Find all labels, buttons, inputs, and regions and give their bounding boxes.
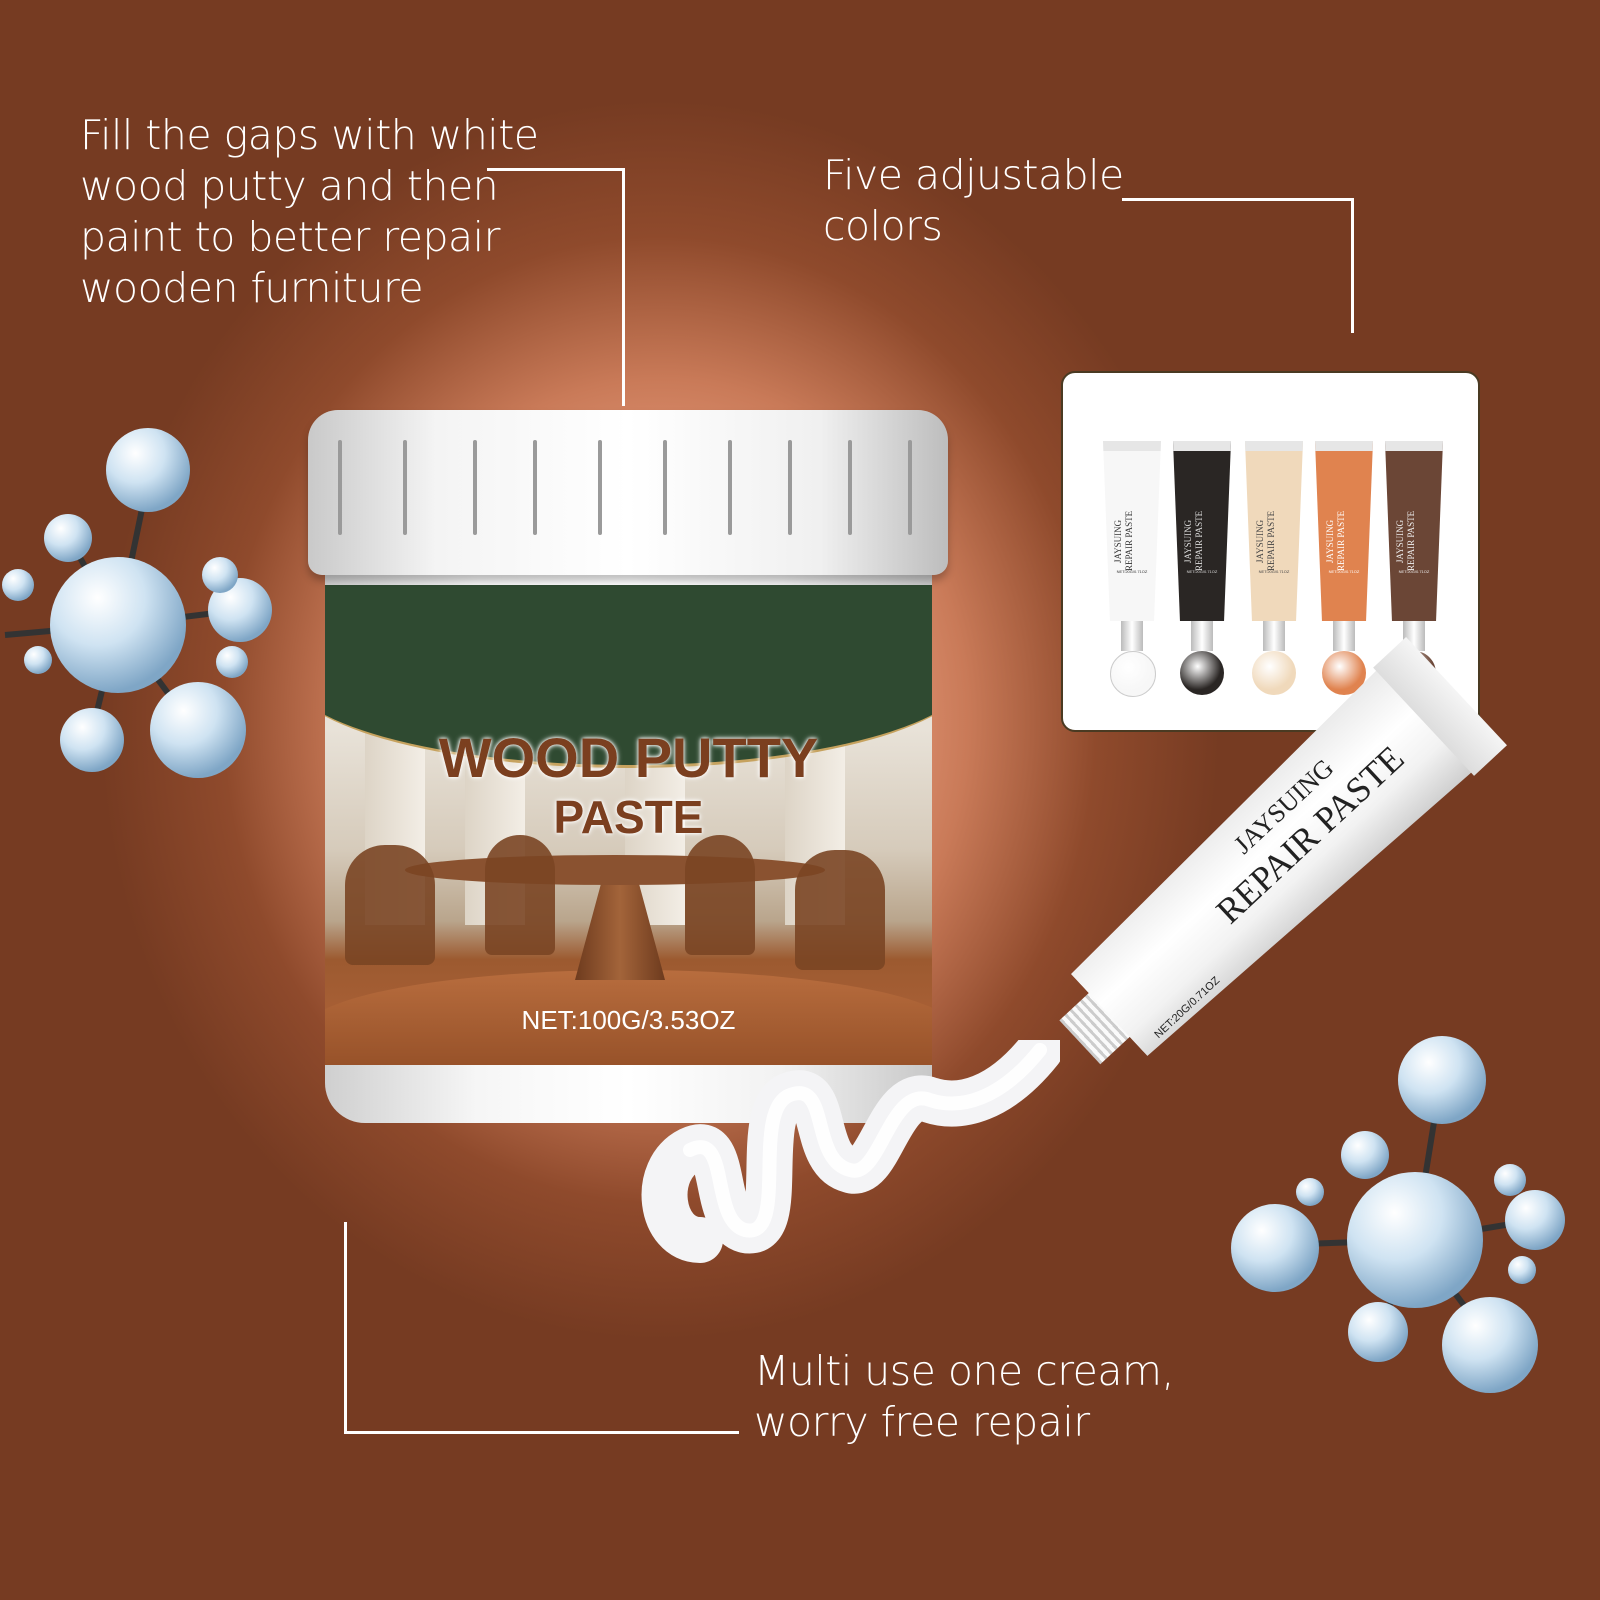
jar-lid bbox=[308, 410, 948, 575]
putty-jar: WOOD PUTTY PASTE NET:100G/3.53OZ bbox=[325, 575, 932, 1123]
color-swatch-beige bbox=[1252, 651, 1296, 695]
mini-tube-nozzle bbox=[1333, 621, 1355, 651]
jar-net-weight: NET:100G/3.53OZ bbox=[521, 1005, 736, 1035]
callout-text: wood putty and then bbox=[80, 162, 499, 210]
callout-text: Fill the gaps with white bbox=[80, 111, 539, 159]
molecule-icon bbox=[1231, 1036, 1565, 1393]
mini-tube-net: NET:20G/0.71OZ bbox=[1398, 569, 1430, 574]
callout-line bbox=[344, 1431, 739, 1434]
callout-multi-use: Multi use one cream, worry free repair bbox=[754, 1346, 1175, 1448]
jar-subtitle: PASTE bbox=[553, 791, 704, 843]
color-swatch-orange bbox=[1322, 651, 1366, 695]
color-swatch-black bbox=[1180, 651, 1224, 695]
callout-line bbox=[1122, 198, 1354, 201]
molecule-icon bbox=[2, 428, 272, 778]
callout-text: worry free repair bbox=[754, 1398, 1090, 1446]
mini-tube-net: NET:20G/0.71OZ bbox=[1186, 569, 1218, 574]
callout-line bbox=[622, 168, 625, 406]
mini-tube-nozzle bbox=[1121, 621, 1143, 651]
mini-tube-net: NET:20G/0.71OZ bbox=[1328, 569, 1360, 574]
paste-squiggle bbox=[641, 1040, 1060, 1263]
mini-tube-net: NET:20G/0.71OZ bbox=[1116, 569, 1148, 574]
callout-five-colors: Five adjustable colors bbox=[823, 150, 1124, 252]
callout-line bbox=[1351, 198, 1354, 333]
callout-text: Five adjustable bbox=[823, 151, 1124, 199]
callout-text: colors bbox=[823, 202, 943, 250]
jar-title: WOOD PUTTY bbox=[438, 726, 819, 789]
color-swatch-white bbox=[1110, 651, 1156, 697]
callout-fill-gaps: Fill the gaps with white wood putty and … bbox=[80, 110, 539, 314]
callout-text: Multi use one cream, bbox=[754, 1347, 1175, 1395]
jar-label: WOOD PUTTY PASTE NET:100G/3.53OZ bbox=[325, 585, 932, 1065]
callout-line bbox=[344, 1222, 347, 1434]
mini-tube-net: NET:20G/0.71OZ bbox=[1258, 569, 1290, 574]
callout-line bbox=[487, 168, 625, 171]
mini-tube-nozzle bbox=[1263, 621, 1285, 651]
mini-tube-nozzle bbox=[1191, 621, 1213, 651]
callout-text: wooden furniture bbox=[80, 264, 424, 312]
callout-text: paint to better repair bbox=[80, 213, 500, 261]
